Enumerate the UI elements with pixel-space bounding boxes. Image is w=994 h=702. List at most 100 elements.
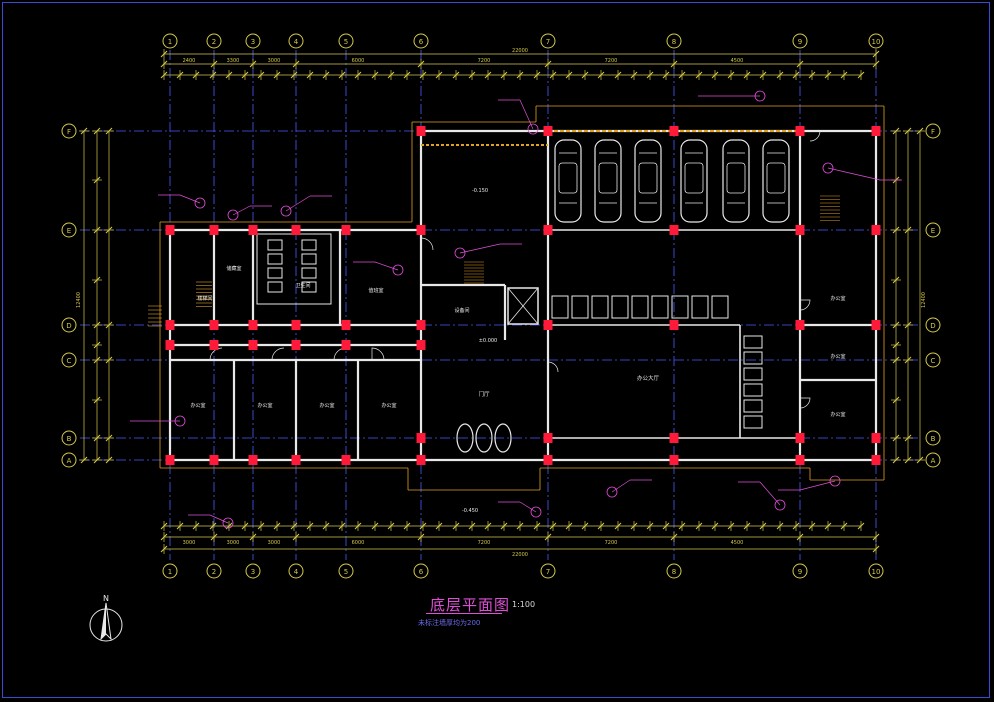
dim-slash: [776, 71, 784, 79]
dim-depth-label: 12400: [921, 292, 927, 308]
column: [669, 433, 679, 443]
dim-slash: [904, 356, 912, 364]
dim-segment-label: 3000: [227, 540, 240, 546]
dim-slash: [93, 356, 101, 364]
dim-slash: [533, 71, 541, 79]
dim-slash: [322, 522, 330, 530]
column: [871, 455, 881, 465]
dim-slash: [727, 71, 735, 79]
dim-slash: [678, 71, 686, 79]
dim-slash: [249, 533, 257, 541]
dim-slash: [646, 71, 654, 79]
column: [871, 126, 881, 136]
column: [795, 433, 805, 443]
callout-leader: [179, 194, 201, 204]
dim-slash: [210, 533, 218, 541]
callout-leader: [285, 195, 311, 212]
dim-slash: [354, 522, 362, 530]
dim-slash: [516, 522, 524, 530]
dim-slash: [484, 71, 492, 79]
axis-bubble: [206, 563, 222, 579]
dim-slash: [160, 545, 168, 553]
callout-tag: [194, 197, 206, 209]
room-label: 办公室: [381, 402, 396, 409]
car-icon: [554, 139, 582, 223]
desk: [711, 295, 729, 319]
column: [209, 320, 219, 330]
dim-slash: [93, 127, 101, 135]
dim-slash: [290, 71, 298, 79]
callout-tag: [774, 499, 786, 511]
axis-bubble: [338, 563, 354, 579]
dim-slash: [614, 71, 622, 79]
dim-segment-label: 4500: [731, 540, 744, 546]
axis-bubble: [61, 452, 77, 468]
column: [341, 455, 351, 465]
dim-slash: [662, 522, 670, 530]
axis-bubble-label: B: [931, 435, 936, 443]
desk: [611, 295, 629, 319]
callout-tag: [754, 90, 766, 102]
dim-slash: [354, 71, 362, 79]
axis-bubble: [925, 452, 941, 468]
column: [291, 340, 301, 350]
north-label: N: [103, 594, 109, 603]
dim-slash: [322, 71, 330, 79]
column: [795, 225, 805, 235]
door-swing: [799, 299, 811, 311]
dim-slash: [670, 60, 678, 68]
dim-slash: [892, 341, 900, 349]
dim-slash: [419, 71, 427, 79]
dim-slash: [695, 71, 703, 79]
dim-slash: [892, 356, 900, 364]
dim-slash: [857, 522, 865, 530]
column: [795, 320, 805, 330]
axis-bubble-label: 6: [419, 38, 424, 46]
dim-slash: [759, 522, 767, 530]
dim-segment-label: 3300: [227, 58, 240, 64]
title-underline: [426, 613, 502, 614]
dim-slash: [241, 71, 249, 79]
column: [416, 433, 426, 443]
dim-slash: [160, 71, 168, 79]
axis-bubble: [925, 317, 941, 333]
dim-slash: [892, 456, 900, 464]
column: [543, 225, 553, 235]
toilet-stall: [267, 253, 283, 265]
axis-bubble: [540, 33, 556, 49]
dim-slash: [824, 522, 832, 530]
dim-slash: [273, 522, 281, 530]
dim-slash: [435, 71, 443, 79]
dim-segment-label: 3000: [268, 58, 281, 64]
room-label: 门厅: [478, 390, 490, 398]
desk: [551, 295, 569, 319]
drawing-scale: 1:100: [512, 600, 536, 609]
axis-bubble-label: 6: [419, 568, 424, 576]
axis-bubble-label: 1: [168, 568, 172, 576]
dim-slash: [160, 60, 168, 68]
axis-lines: [80, 50, 920, 560]
axis-bubble: [925, 222, 941, 238]
axis-bubble: [868, 33, 884, 49]
callout-leader: [827, 167, 881, 181]
dim-slash: [614, 522, 622, 530]
column: [165, 455, 175, 465]
dim-slash: [872, 533, 880, 541]
dim-slash: [306, 522, 314, 530]
desk: [743, 367, 763, 381]
desk: [671, 295, 689, 319]
dim-slash: [670, 533, 678, 541]
dim-slash: [892, 396, 900, 404]
axis-bubble: [792, 33, 808, 49]
dim-depth-label: 12400: [76, 292, 82, 308]
axis-bubble-label: C: [931, 357, 936, 365]
parked-cars: [554, 139, 790, 223]
dim-slash: [565, 71, 573, 79]
axis-bubble: [413, 33, 429, 49]
room-label: 办公室: [319, 402, 334, 409]
callout-tag: [530, 506, 542, 518]
callout-leader: [232, 205, 251, 216]
dim-slash: [544, 60, 552, 68]
callout-tag: [280, 205, 292, 217]
room-label: 值班室: [368, 287, 383, 294]
